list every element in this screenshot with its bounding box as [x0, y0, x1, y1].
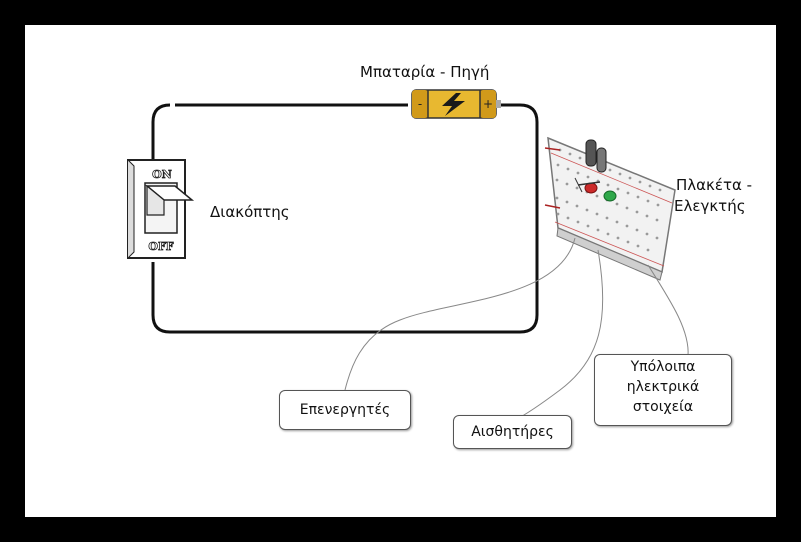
battery-minus-sign: -	[418, 97, 422, 111]
battery-label: Μπαταρία - Πηγή	[360, 63, 490, 81]
other-elements-callout: Υπόλοιπα ηλεκτρικά στοιχεία	[594, 354, 732, 426]
diagram-canvas: - + ON OFF	[25, 25, 776, 517]
sensors-callout: Αισθητήρες	[453, 415, 572, 449]
switch-label: Διακόπτης	[210, 203, 290, 221]
circuit-wire	[151, 103, 539, 334]
connector-sensors	[514, 249, 604, 421]
other-elements-label-line2: ηλεκτρικά	[626, 379, 700, 395]
breadboard-icon	[544, 136, 676, 281]
switch-off-text: OFF	[148, 240, 173, 253]
board-label-line2: Ελεγκτής	[674, 197, 746, 215]
actuators-label: Επενεργητές	[299, 402, 391, 418]
sensors-label: Αισθητήρες	[471, 424, 554, 440]
other-elements-label-line1: Υπόλοιπα	[630, 359, 696, 375]
other-elements-label-line3: στοιχεία	[632, 399, 694, 415]
switch-icon: ON OFF	[127, 159, 195, 259]
connector-actuators	[344, 237, 576, 391]
battery-icon: - +	[411, 89, 501, 119]
connector-other	[647, 264, 689, 357]
switch-on-text: ON	[152, 168, 172, 181]
board-label-line1: Πλακέτα -	[676, 176, 753, 194]
battery-plus-sign: +	[483, 97, 493, 111]
actuators-callout: Επενεργητές	[279, 390, 411, 430]
